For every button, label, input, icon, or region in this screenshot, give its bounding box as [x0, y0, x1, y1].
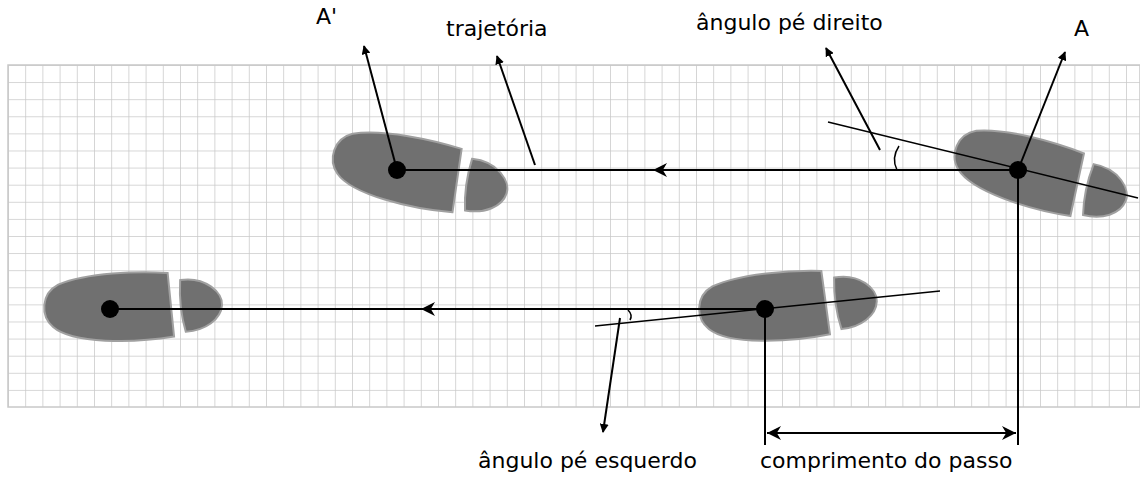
- footprint: [696, 262, 880, 349]
- annotation-label: trajetória: [444, 16, 550, 42]
- annotation-label: A': [314, 4, 339, 30]
- annotation-label: ângulo pé direito: [694, 10, 885, 36]
- footprint: [327, 124, 514, 223]
- annotation-label: A: [1072, 16, 1091, 42]
- annotation-label: comprimento do passo: [758, 448, 1014, 474]
- footprint: [42, 266, 224, 347]
- annotation-label: ângulo pé esquerdo: [476, 448, 699, 474]
